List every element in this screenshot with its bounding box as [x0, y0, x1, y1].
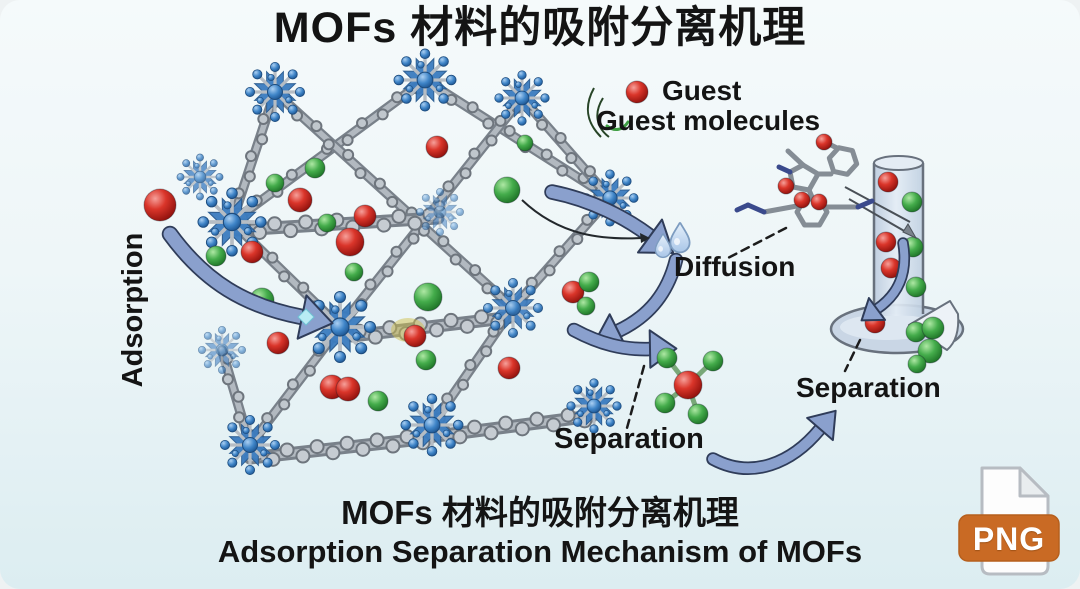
process-arrow [706, 409, 837, 475]
tetrahedral-molecule [654, 347, 724, 425]
diffusion-label: Diffusion [674, 251, 796, 282]
metal-cluster-node [219, 414, 280, 475]
png-file-icon [958, 466, 1060, 576]
dashed-pointer-line [843, 338, 862, 373]
green-guest-sphere [578, 271, 600, 293]
metal-cluster-node [482, 277, 543, 338]
caption-english: Adsorption Separation Mechanism of MOFs [217, 534, 863, 569]
green-guest-sphere [687, 403, 709, 425]
process-arrow [860, 237, 911, 322]
green-guest-sphere [917, 338, 943, 364]
figure-title: MOFs 材料的吸附分离机理 [273, 4, 807, 52]
green-guest-sphere [304, 157, 326, 179]
water-droplet-icon [654, 233, 672, 259]
red-guest-sphere [877, 171, 899, 193]
green-guest-sphere [905, 276, 927, 298]
red-guest-sphere [143, 188, 177, 222]
adsorption-label: Adsorption [116, 232, 149, 388]
png-badge: PNG [956, 462, 1062, 582]
green-guest-sphere [317, 213, 337, 233]
process-arrow [566, 322, 678, 369]
green-guest-sphere [413, 282, 443, 312]
leaf-curl-icon [586, 87, 602, 138]
red-guest-sphere [810, 193, 828, 211]
red-guest-sphere [497, 356, 521, 380]
red-guest-sphere [673, 370, 703, 400]
red-guest-sphere [777, 177, 795, 195]
column-mouth [873, 155, 924, 171]
metal-cluster-node [197, 325, 246, 374]
red-guest-sphere [875, 231, 897, 253]
dashed-pointer-line [625, 364, 646, 430]
leaf-curl-icon [605, 120, 630, 131]
separation-label-framework: Separation [554, 423, 704, 455]
green-guest-sphere [654, 392, 676, 414]
red-guest-sphere [287, 187, 313, 213]
red-guest-sphere [335, 376, 361, 402]
organic-linker-pyrene [429, 407, 599, 445]
red-guest-sphere [353, 204, 377, 228]
red-guest-sphere [240, 240, 264, 264]
red-guest-sphere [815, 133, 833, 151]
red-guest-sphere [403, 324, 427, 348]
metal-cluster-node [415, 187, 464, 236]
red-guest-sphere [335, 227, 365, 257]
legend-guest-molecules-label: Guest molecules [596, 105, 821, 136]
green-guest-sphere [702, 350, 724, 372]
water-droplet-icon [669, 221, 691, 254]
red-guest-sphere [625, 80, 649, 104]
png-format-label: PNG [972, 520, 1046, 557]
metal-cluster-node [393, 48, 457, 112]
adsorption-site-sparkle [297, 308, 315, 326]
metal-cluster-node [400, 393, 464, 457]
red-guest-sphere [793, 191, 811, 209]
green-guest-sphere [205, 245, 227, 267]
green-guest-sphere [901, 191, 923, 213]
green-guest-sphere [576, 296, 596, 316]
guest-molecules-spheres [143, 80, 649, 412]
red-guest-sphere [561, 280, 585, 304]
process-arrow [593, 252, 684, 349]
green-guest-sphere [493, 176, 521, 204]
feed-arrowhead [902, 223, 918, 240]
green-guest-sphere [367, 390, 389, 412]
green-guest-sphere [907, 354, 927, 374]
thin-flow-arc [521, 199, 644, 240]
legend-guest-label: Guest [662, 75, 742, 106]
caption-chinese: MOFs 材料的吸附分离机理 [341, 494, 739, 531]
separation-label-outlet: Separation [796, 372, 941, 403]
metal-cluster-node [176, 153, 224, 201]
leaf-curl-icon [596, 97, 610, 138]
green-guest-sphere [516, 134, 534, 152]
feed-line [844, 186, 911, 223]
process-arrow [161, 225, 334, 340]
metal-cluster-node [494, 70, 550, 126]
separation-column [829, 155, 965, 374]
organic-molecule [734, 133, 875, 228]
dashed-pointer-line [724, 226, 788, 261]
flow-arrows [161, 87, 918, 475]
green-guest-sphere [265, 173, 285, 193]
green-guest-sphere [415, 349, 437, 371]
green-guest-sphere [344, 262, 364, 282]
metal-cluster-node [244, 61, 305, 122]
metal-cluster-node [566, 378, 622, 434]
green-guest-sphere [656, 347, 678, 369]
red-guest-sphere [425, 135, 449, 159]
png-format-band [958, 514, 1060, 562]
green-guest-sphere [921, 316, 945, 340]
red-guest-sphere [266, 331, 290, 355]
organic-linker-chain [227, 75, 430, 227]
